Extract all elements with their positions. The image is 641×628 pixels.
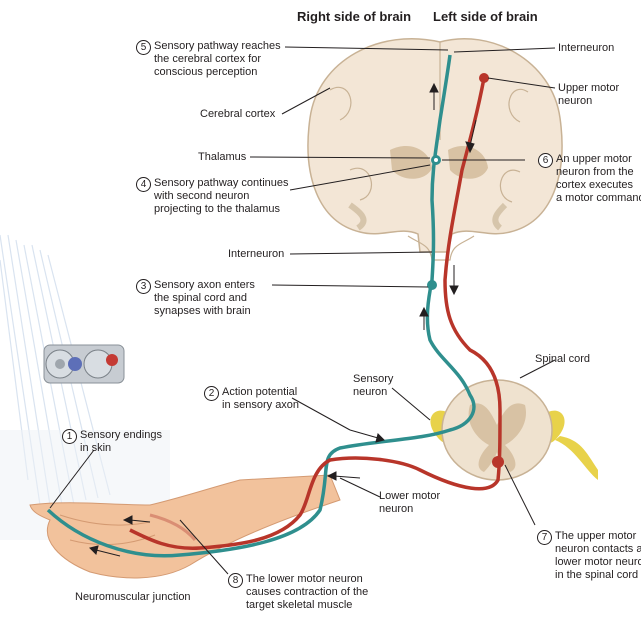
step-7-number: 7 bbox=[537, 530, 552, 545]
step-4-number: 4 bbox=[136, 177, 151, 192]
step-2-label: Action potential in sensory axon bbox=[222, 386, 299, 412]
upper-motor-neuron-cell-body bbox=[479, 73, 489, 83]
spinal-synapse-icon bbox=[427, 280, 437, 290]
step-6-line-1: An upper motor bbox=[556, 153, 641, 166]
step-1-line-1: Sensory endings bbox=[80, 429, 162, 442]
step-7-line-1: The upper motor bbox=[555, 530, 641, 543]
sensory-neuron-line-1: Sensory bbox=[353, 373, 393, 386]
step-2-line-2: in sensory axon bbox=[222, 399, 299, 412]
step-3-number: 3 bbox=[136, 279, 151, 294]
sensory-neuron-line-2: neuron bbox=[353, 386, 393, 399]
step-4-label: Sensory pathway continues with second ne… bbox=[154, 177, 289, 216]
interneuron-right-label: Interneuron bbox=[558, 42, 614, 55]
step-1-line-2: in skin bbox=[80, 442, 162, 455]
step-8-line-2: causes contraction of the bbox=[246, 586, 368, 599]
thalamus-synapse-icon bbox=[431, 155, 441, 165]
step-6-line-2: neuron from the bbox=[556, 166, 641, 179]
step-8-line-1: The lower motor neuron bbox=[246, 573, 368, 586]
neuromuscular-junction-label: Neuromuscular junction bbox=[75, 591, 191, 604]
step-2-number: 2 bbox=[204, 386, 219, 401]
interneuron-left-label: Interneuron bbox=[228, 248, 284, 261]
step-2-line-1: Action potential bbox=[222, 386, 299, 399]
step-6-line-4: a motor command bbox=[556, 192, 641, 205]
step-5-label: Sensory pathway reaches the cerebral cor… bbox=[154, 40, 281, 79]
lower-motor-neuron-label: Lower motor neuron bbox=[379, 490, 440, 516]
faucet-icon bbox=[44, 345, 124, 383]
step-7-line-4: in the spinal cord bbox=[555, 569, 641, 582]
lower-motor-neuron-line-2: neuron bbox=[379, 503, 440, 516]
step-8-label: The lower motor neuron causes contractio… bbox=[246, 573, 368, 612]
step-5-line-2: the cerebral cortex for bbox=[154, 53, 281, 66]
right-side-of-brain-header: Right side of brain bbox=[297, 9, 411, 24]
upper-motor-neuron-label: Upper motor neuron bbox=[558, 82, 619, 108]
lower-motor-neuron-line-1: Lower motor bbox=[379, 490, 440, 503]
step-8-line-3: target skeletal muscle bbox=[246, 599, 368, 612]
step-3-line-1: Sensory axon enters bbox=[154, 279, 255, 292]
step-3-line-2: the spinal cord and bbox=[154, 292, 255, 305]
sensory-neuron-label: Sensory neuron bbox=[353, 373, 393, 399]
step-7-label: The upper motor neuron contacts a lower … bbox=[555, 530, 641, 582]
step-5-number: 5 bbox=[136, 40, 151, 55]
step-4-line-3: projecting to the thalamus bbox=[154, 203, 289, 216]
spinal-cord-label: Spinal cord bbox=[535, 353, 590, 366]
step-3-label: Sensory axon enters the spinal cord and … bbox=[154, 279, 255, 318]
cerebral-cortex-label: Cerebral cortex bbox=[200, 108, 275, 121]
step-4-line-1: Sensory pathway continues bbox=[154, 177, 289, 190]
left-side-of-brain-header: Left side of brain bbox=[433, 9, 538, 24]
step-6-label: An upper motor neuron from the cortex ex… bbox=[556, 153, 641, 205]
step-3-line-3: synapses with brain bbox=[154, 305, 255, 318]
step-6-number: 6 bbox=[538, 153, 553, 168]
step-7-line-2: neuron contacts a bbox=[555, 543, 641, 556]
step-1-number: 1 bbox=[62, 429, 77, 444]
step-5-line-1: Sensory pathway reaches bbox=[154, 40, 281, 53]
step-6-line-3: cortex executes bbox=[556, 179, 641, 192]
step-4-line-2: with second neuron bbox=[154, 190, 289, 203]
step-1-label: Sensory endings in skin bbox=[80, 429, 162, 455]
upper-motor-neuron-line-1: Upper motor bbox=[558, 82, 619, 95]
upper-motor-neuron-line-2: neuron bbox=[558, 95, 619, 108]
lower-motor-synapse-icon bbox=[492, 456, 504, 468]
step-8-number: 8 bbox=[228, 573, 243, 588]
step-5-line-3: conscious perception bbox=[154, 66, 281, 79]
step-7-line-3: lower motor neuron bbox=[555, 556, 641, 569]
thalamus-label: Thalamus bbox=[198, 151, 246, 164]
